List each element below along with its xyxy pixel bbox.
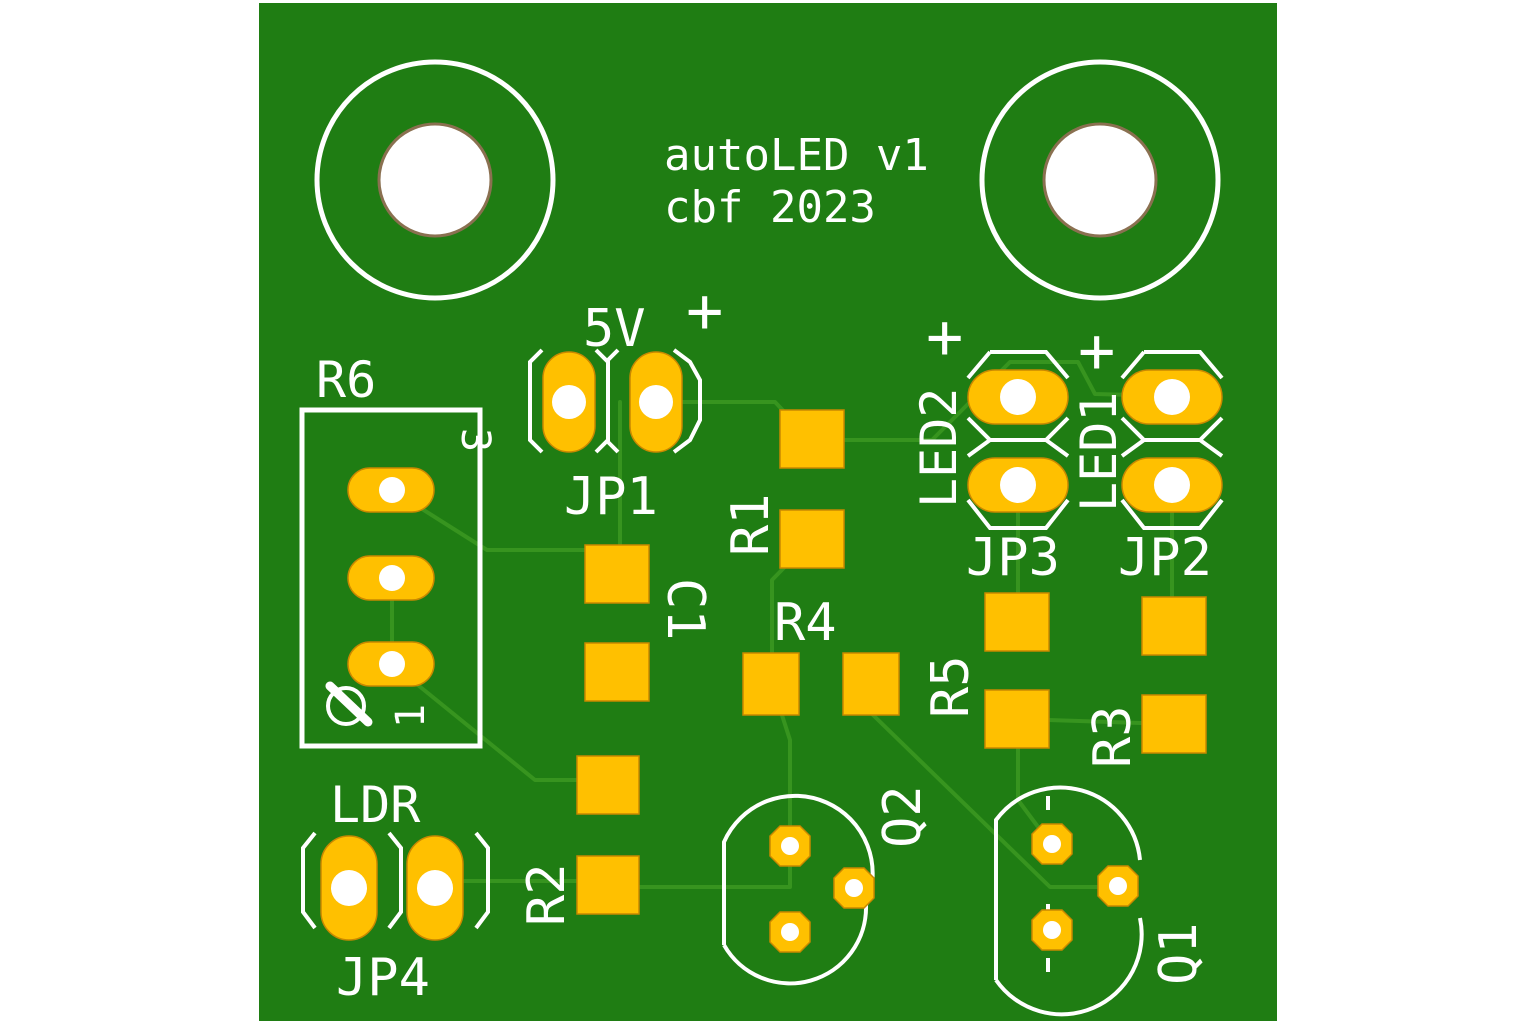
label-jp3: JP3 xyxy=(966,528,1060,588)
label-r6-pin1: 1 xyxy=(388,704,434,728)
component-jp2: + LED1 JP2 xyxy=(1070,314,1224,588)
component-jp3: + LED2 JP3 xyxy=(910,300,1070,588)
component-r4: R4 xyxy=(742,593,900,716)
component-r6: R6 3 1 xyxy=(299,351,498,749)
label-q2: Q2 xyxy=(873,785,933,848)
mounting-hole-right xyxy=(979,59,1221,301)
label-r3: R3 xyxy=(1083,705,1143,768)
label-r5: R5 xyxy=(921,655,981,718)
label-r4: R4 xyxy=(774,593,837,653)
component-q1: Q1 xyxy=(994,785,1209,1017)
component-jp4: LDR JP4 xyxy=(301,776,490,1008)
label-led1-plus: + xyxy=(1078,314,1115,387)
mounting-hole-left xyxy=(314,59,556,301)
component-jp1: 5V + JP1 xyxy=(528,274,723,527)
component-r3: R3 xyxy=(1083,596,1207,768)
label-jp4: JP4 xyxy=(336,948,430,1008)
label-r2: R2 xyxy=(517,863,577,926)
board-title-line1: autoLED v1 xyxy=(664,130,929,181)
label-5v-plus: + xyxy=(686,274,723,347)
label-5v: 5V xyxy=(583,299,646,359)
component-r2: R2 xyxy=(517,755,640,926)
label-ldr: LDR xyxy=(330,776,421,834)
r6-pads xyxy=(347,467,435,687)
label-r6-pin3: 3 xyxy=(452,428,498,452)
label-r6: R6 xyxy=(316,351,376,409)
label-c1: C1 xyxy=(655,578,715,641)
label-q1: Q1 xyxy=(1149,922,1209,985)
trace-r6-c1 xyxy=(390,488,618,552)
label-jp1: JP1 xyxy=(564,467,658,527)
trace-r1-led2 xyxy=(809,402,970,442)
component-r5: R5 xyxy=(921,592,1050,749)
label-r1: R1 xyxy=(721,493,781,556)
label-led1: LED1 xyxy=(1070,392,1128,512)
label-led2: LED2 xyxy=(910,388,968,508)
label-led2-plus: + xyxy=(926,300,963,373)
component-q2: Q2 xyxy=(722,785,933,986)
component-r1: R1 xyxy=(721,409,845,569)
board-title-line2: cbf 2023 xyxy=(664,182,876,233)
component-c1: C1 xyxy=(584,544,715,702)
r6-wiper-symbol xyxy=(325,681,373,727)
label-jp2: JP2 xyxy=(1118,528,1212,588)
